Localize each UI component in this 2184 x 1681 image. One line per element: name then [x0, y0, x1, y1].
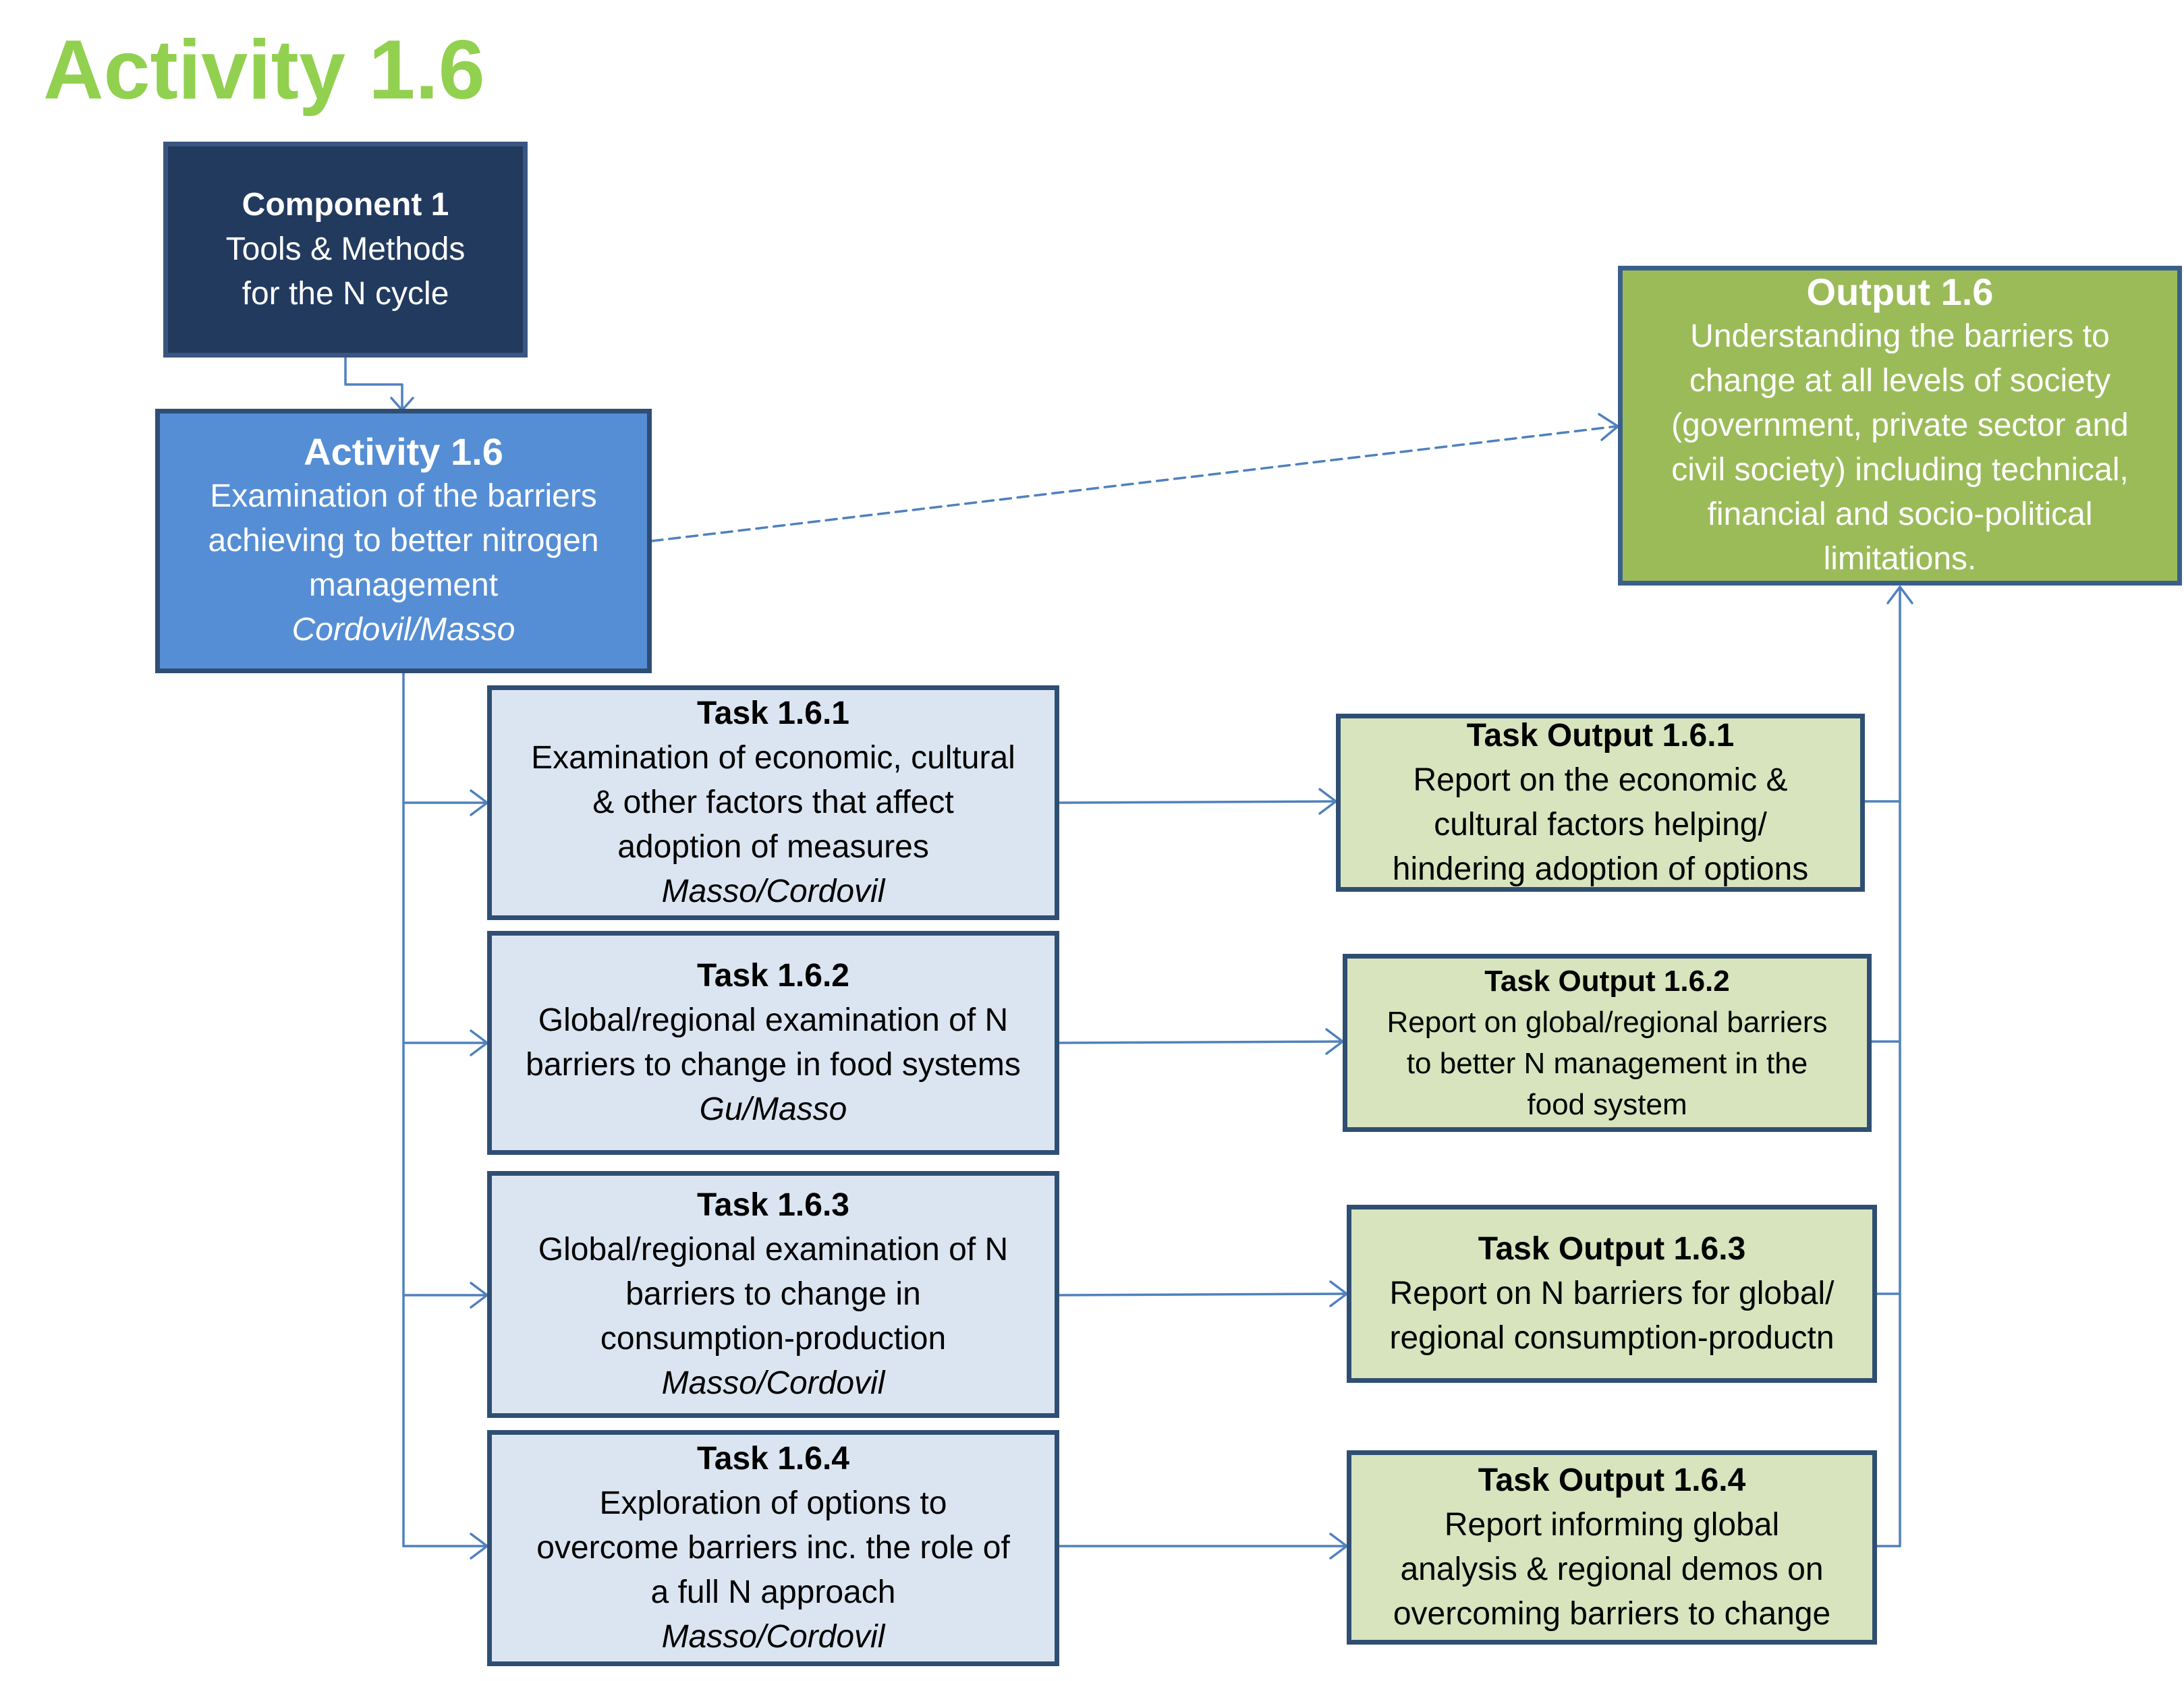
task-output-4-desc-line-1: Report informing global	[1444, 1507, 1780, 1543]
activity-desc-line-2: achieving to better nitrogen	[208, 523, 599, 559]
connector-task3-output3	[1058, 1292, 1348, 1297]
task-2-desc-line-2: barriers to change in food systems	[526, 1047, 1021, 1083]
task-4-leads: Masso/Cordovil	[661, 1619, 885, 1655]
arrowhead-output-main	[1886, 586, 1913, 604]
task-output-2-desc-line-1: Report on global/regional barriers	[1387, 1006, 1828, 1039]
task-output-4-title: Task Output 1.6.4	[1478, 1462, 1746, 1498]
activity-title: Activity 1.6	[304, 430, 503, 473]
task-1-leads: Masso/Cordovil	[661, 874, 885, 909]
activity-leads: Cordovil/Masso	[291, 612, 515, 648]
output-box: Output 1.6 Understanding the barriers to…	[1618, 266, 2182, 586]
task-1-desc-line-3: adoption of measures	[617, 829, 929, 865]
task-box-1: Task 1.6.1 Examination of economic, cult…	[487, 685, 1059, 920]
output-desc-line-6: limitations.	[1823, 541, 1977, 577]
task-output-box-4: Task Output 1.6.4 Report informing globa…	[1347, 1450, 1877, 1645]
task-4-desc-line-3: a full N approach	[650, 1574, 896, 1610]
output-desc-line-5: financial and socio-political	[1707, 496, 2093, 532]
page-title: Activity 1.6	[43, 24, 485, 117]
activity-desc-line-1: Examination of the barriers	[210, 478, 597, 514]
task-output-4-desc-line-2: analysis & regional demos on	[1400, 1551, 1824, 1587]
task-3-leads: Masso/Cordovil	[661, 1365, 885, 1401]
task-output-box-1: Task Output 1.6.1 Report on the economic…	[1336, 714, 1865, 892]
task-output-box-3: Task Output 1.6.3 Report on N barriers f…	[1347, 1205, 1877, 1383]
connector-task2-output2	[1058, 1040, 1344, 1044]
connector-activity-output-dashed	[650, 425, 1618, 542]
task-output-1-title: Task Output 1.6.1	[1466, 718, 1735, 753]
task-2-desc-line-1: Global/regional examination of N	[538, 1002, 1009, 1038]
task-output-2-desc-line-3: food system	[1527, 1088, 1687, 1121]
task-output-1-desc-line-2: cultural factors helping/	[1434, 807, 1767, 843]
task-output-3-title: Task Output 1.6.3	[1478, 1231, 1746, 1267]
task-box-4: Task 1.6.4 Exploration of options to ove…	[487, 1430, 1059, 1666]
task-4-title: Task 1.6.4	[697, 1441, 849, 1477]
component-title: Component 1	[242, 187, 449, 223]
task-3-desc-line-2: barriers to change in	[625, 1276, 921, 1312]
task-output-1-desc-line-1: Report on the economic &	[1413, 762, 1788, 798]
task-1-desc-line-2: & other factors that affect	[592, 785, 954, 820]
output-desc-line-1: Understanding the barriers to	[1690, 318, 2110, 354]
component-box: Component 1 Tools & Methods for the N cy…	[163, 142, 528, 358]
task-output-4-desc-line-3: overcoming barriers to change	[1393, 1596, 1831, 1632]
task-2-leads: Gu/Masso	[699, 1091, 847, 1127]
task-4-desc-line-1: Exploration of options to	[599, 1485, 947, 1521]
output-desc-line-2: change at all levels of society	[1689, 363, 2111, 399]
component-line-2: for the N cycle	[242, 276, 449, 312]
connector-task1-output1	[1058, 800, 1337, 804]
output-desc-line-3: (government, private sector and	[1671, 407, 2129, 443]
activity-box: Activity 1.6 Examination of the barriers…	[155, 409, 652, 673]
task-output-2-desc-line-2: to better N management in the	[1406, 1047, 1808, 1080]
output-desc-line-4: civil society) including technical,	[1671, 452, 2129, 488]
connector-component-activity	[344, 356, 403, 411]
task-1-title: Task 1.6.1	[697, 695, 849, 731]
task-3-title: Task 1.6.3	[697, 1187, 849, 1223]
task-3-desc-line-1: Global/regional examination of N	[538, 1232, 1009, 1267]
task-4-desc-line-2: overcome barriers inc. the role of	[536, 1530, 1010, 1566]
component-line-1: Tools & Methods	[225, 231, 466, 267]
task-box-2: Task 1.6.2 Global/regional examination o…	[487, 931, 1059, 1155]
activity-desc-line-3: management	[308, 567, 499, 603]
task-output-3-desc-line-1: Report on N barriers for global/	[1389, 1276, 1835, 1311]
task-2-title: Task 1.6.2	[697, 958, 849, 994]
task-1-desc-line-1: Examination of economic, cultural	[531, 740, 1015, 776]
task-output-3-desc-line-2: regional consumption-productn	[1389, 1320, 1835, 1356]
task-box-3: Task 1.6.3 Global/regional examination o…	[487, 1171, 1059, 1418]
task-output-box-2: Task Output 1.6.2 Report on global/regio…	[1343, 954, 1872, 1132]
task-output-2-title: Task Output 1.6.2	[1484, 965, 1730, 998]
task-3-desc-line-3: consumption-production	[600, 1321, 947, 1357]
task-output-1-desc-line-3: hindering adoption of options	[1392, 851, 1809, 887]
output-title: Output 1.6	[1806, 270, 1994, 313]
